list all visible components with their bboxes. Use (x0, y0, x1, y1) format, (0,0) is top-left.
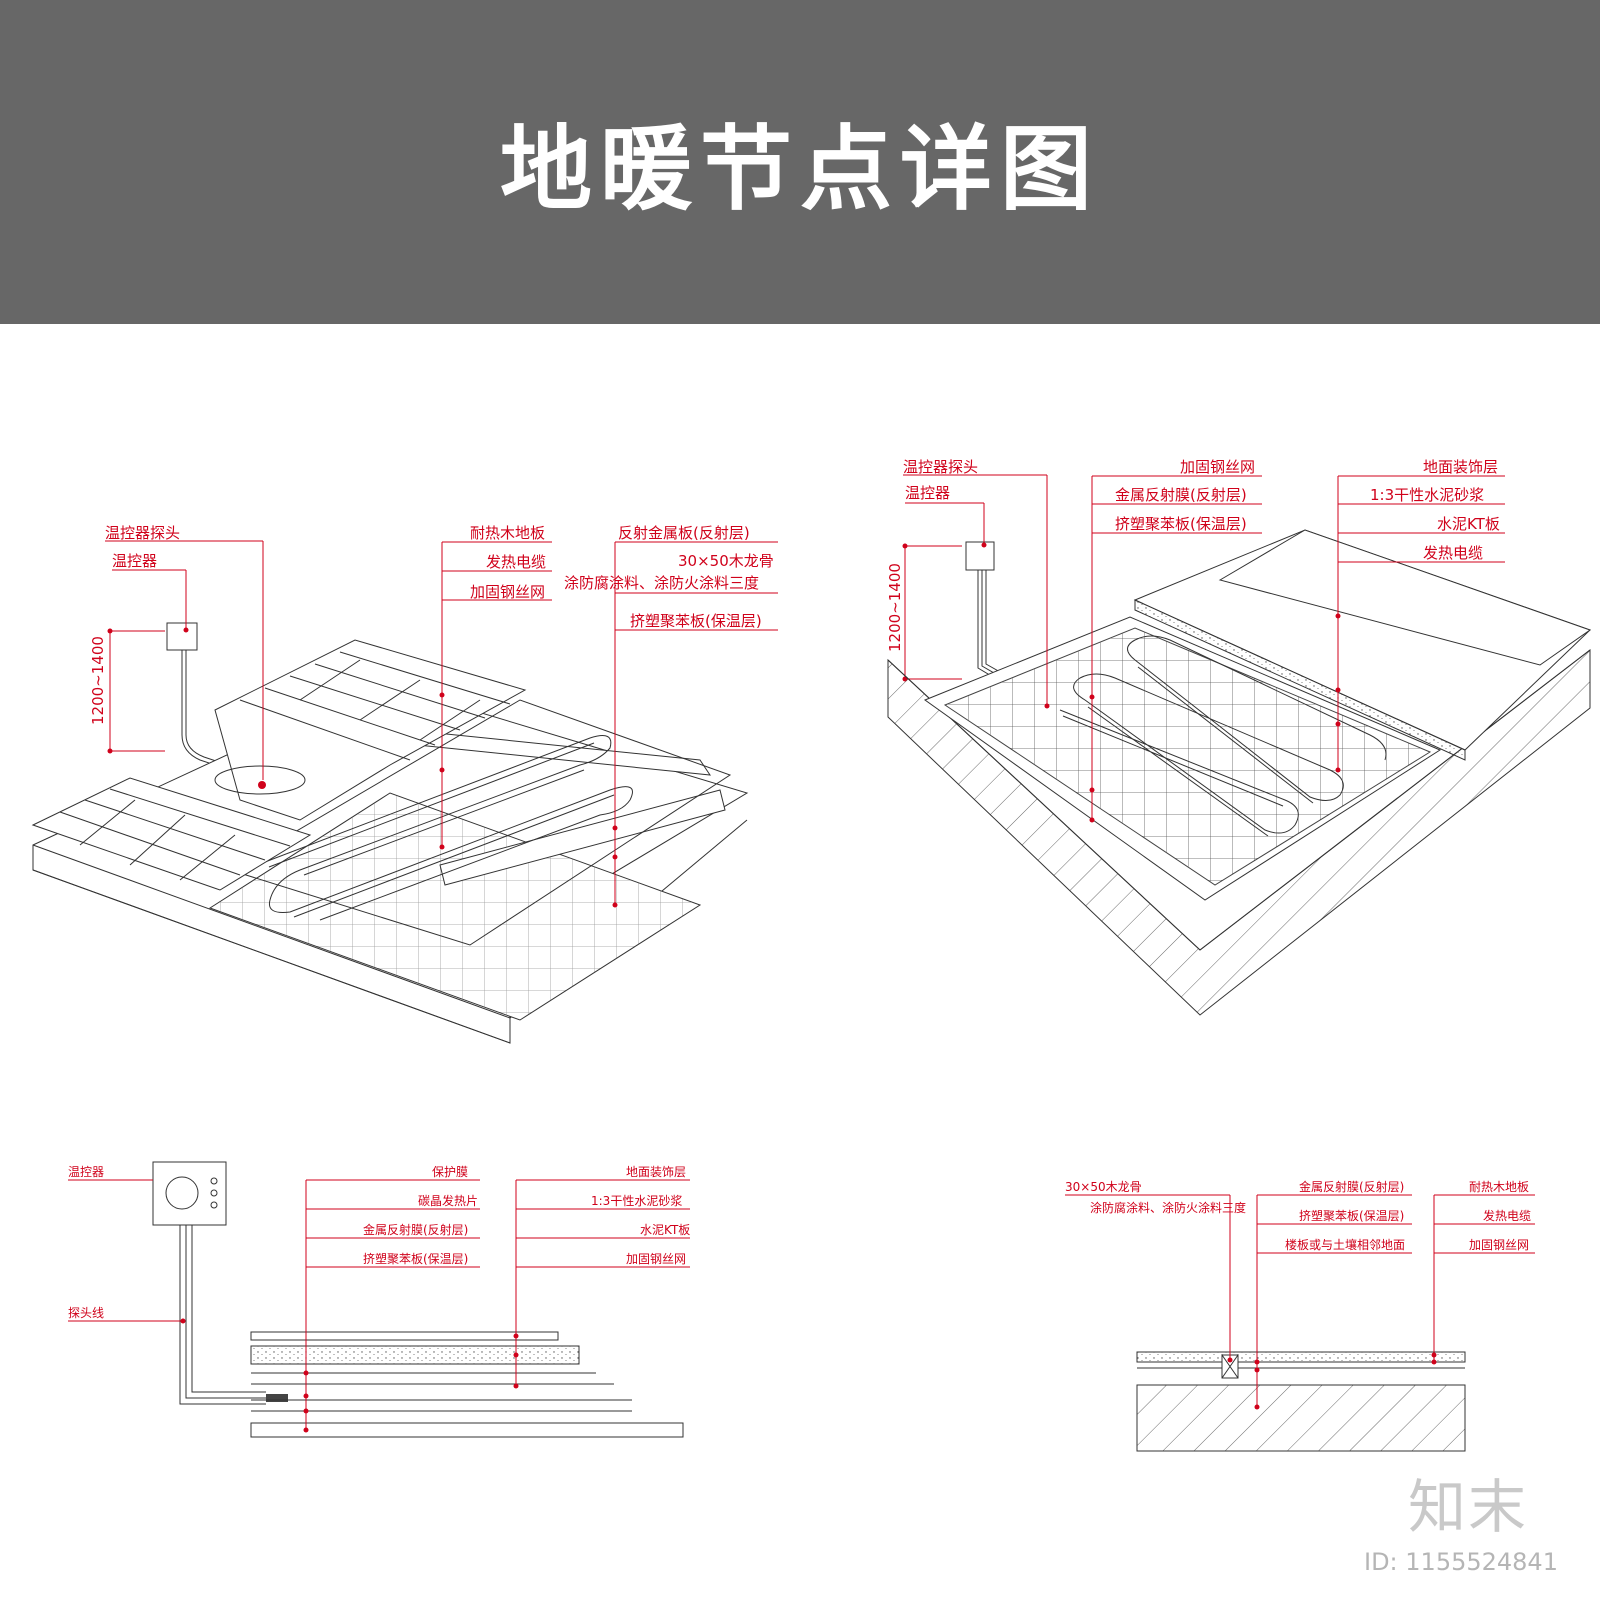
label-cable-2: 发热电缆 (1423, 544, 1483, 562)
label-reflect-film-2: 金属反射膜(反射层) (1115, 486, 1247, 504)
label-reflect-plate-1: 反射金属板(反射层) (618, 524, 750, 542)
thermostat-box-1 (166, 622, 198, 651)
diagram-3-section: 温控器 探头线 保护膜 碳晶发热片 金属反射膜(反射层) 挤塑聚苯板(保温层) … (68, 1161, 690, 1438)
label-coating-1: 涂防腐涂料、涂防火涂料三度 (564, 574, 759, 592)
thermostat-box-3 (152, 1161, 227, 1226)
label-carbon-sheet-3: 碳晶发热片 (418, 1193, 478, 1208)
label-mortar-2: 1:3干性水泥砂浆 (1370, 486, 1484, 504)
label-mesh-3: 加固钢丝网 (626, 1252, 686, 1266)
label-thermostat-1: 温控器 (112, 552, 157, 570)
diagram-2-cement-floor: 1200~1400 温控器探头 温控器 加固钢丝网 金属反射膜(反射层) 挤塑聚… (886, 458, 1592, 1016)
mortar-layer-3 (250, 1345, 580, 1365)
label-xps-4: 挤塑聚苯板(保温层) (1299, 1208, 1404, 1223)
steel-mesh-2 (943, 627, 1432, 886)
label-wood-floor-4: 耐热木地板 (1469, 1180, 1529, 1194)
label-xps-1: 挤塑聚苯板(保温层) (630, 612, 762, 630)
thermostat-dial-icon (165, 1176, 199, 1210)
label-kt-2: 水泥KT板 (1437, 515, 1500, 533)
label-reflect-film-3: 金属反射膜(反射层) (363, 1222, 468, 1237)
diagram-1-wood-floor: 1200~1400 温控器探头 温控器 耐热木地板 (31, 524, 778, 1044)
label-decor-3: 地面装饰层 (626, 1165, 686, 1179)
slab-4 (1136, 1384, 1466, 1452)
heating-cable-2 (1059, 635, 1387, 834)
label-thermostat-3: 温控器 (68, 1165, 104, 1179)
steel-mesh-1 (228, 699, 732, 946)
floor-board-4 (1136, 1351, 1466, 1363)
label-kt-3: 水泥KT板 (640, 1223, 690, 1237)
label-heating-cable-1: 发热电缆 (486, 553, 546, 571)
thermostat-box-2 (965, 541, 995, 571)
label-reflect-film-4: 金属反射膜(反射层) (1299, 1179, 1404, 1194)
xps-layer-3 (250, 1422, 684, 1438)
probe-wire-1 (181, 650, 246, 776)
label-steel-mesh-1: 加固钢丝网 (470, 583, 545, 601)
sensor-head-3 (266, 1394, 288, 1402)
label-xps-2: 挤塑聚苯板(保温层) (1115, 515, 1247, 533)
page-title: 地暖节点详图 (499, 116, 1100, 223)
height-dim-1: 1200~1400 (89, 636, 107, 725)
decor-layer-3 (250, 1331, 559, 1341)
diagram-4-section: 30×50木龙骨 涂防腐涂料、涂防火涂料三度 金属反射膜(反射层) 挤塑聚苯板(… (1065, 1179, 1535, 1452)
height-dim-2: 1200~1400 (886, 563, 904, 652)
label-thermostat-2: 温控器 (905, 484, 950, 502)
label-cable-4: 发热电缆 (1483, 1208, 1531, 1223)
label-slab-4: 楼板或与土壤相邻地面 (1285, 1237, 1405, 1252)
brand-id: ID: 1155524841 (1364, 1548, 1558, 1576)
label-protect-film-3: 保护膜 (432, 1165, 468, 1179)
probe-point-1 (258, 781, 266, 789)
label-probe-wire-3: 探头线 (68, 1306, 104, 1320)
brand-logo: 知末 (1408, 1473, 1529, 1541)
decor-layer-2 (1218, 529, 1592, 666)
label-steel-mesh-2: 加固钢丝网 (1180, 458, 1255, 476)
label-probe-2: 温控器探头 (903, 458, 978, 476)
header-banner (0, 0, 1600, 324)
heating-cable-1 (264, 735, 633, 921)
label-wood-floor-1: 耐热木地板 (470, 524, 545, 542)
label-probe-1: 温控器探头 (105, 524, 180, 542)
label-mesh-4: 加固钢丝网 (1469, 1238, 1529, 1252)
label-joist-1: 30×50木龙骨 (678, 552, 774, 570)
label-xps-3: 挤塑聚苯板(保温层) (363, 1251, 468, 1266)
label-mortar-3: 1:3干性水泥砂浆 (591, 1193, 682, 1208)
probe-wire-3 (179, 1225, 266, 1405)
label-decor-2: 地面装饰层 (1423, 458, 1498, 476)
label-joist-4: 30×50木龙骨 (1065, 1180, 1142, 1194)
label-coating-4: 涂防腐涂料、涂防火涂料三度 (1090, 1200, 1246, 1215)
